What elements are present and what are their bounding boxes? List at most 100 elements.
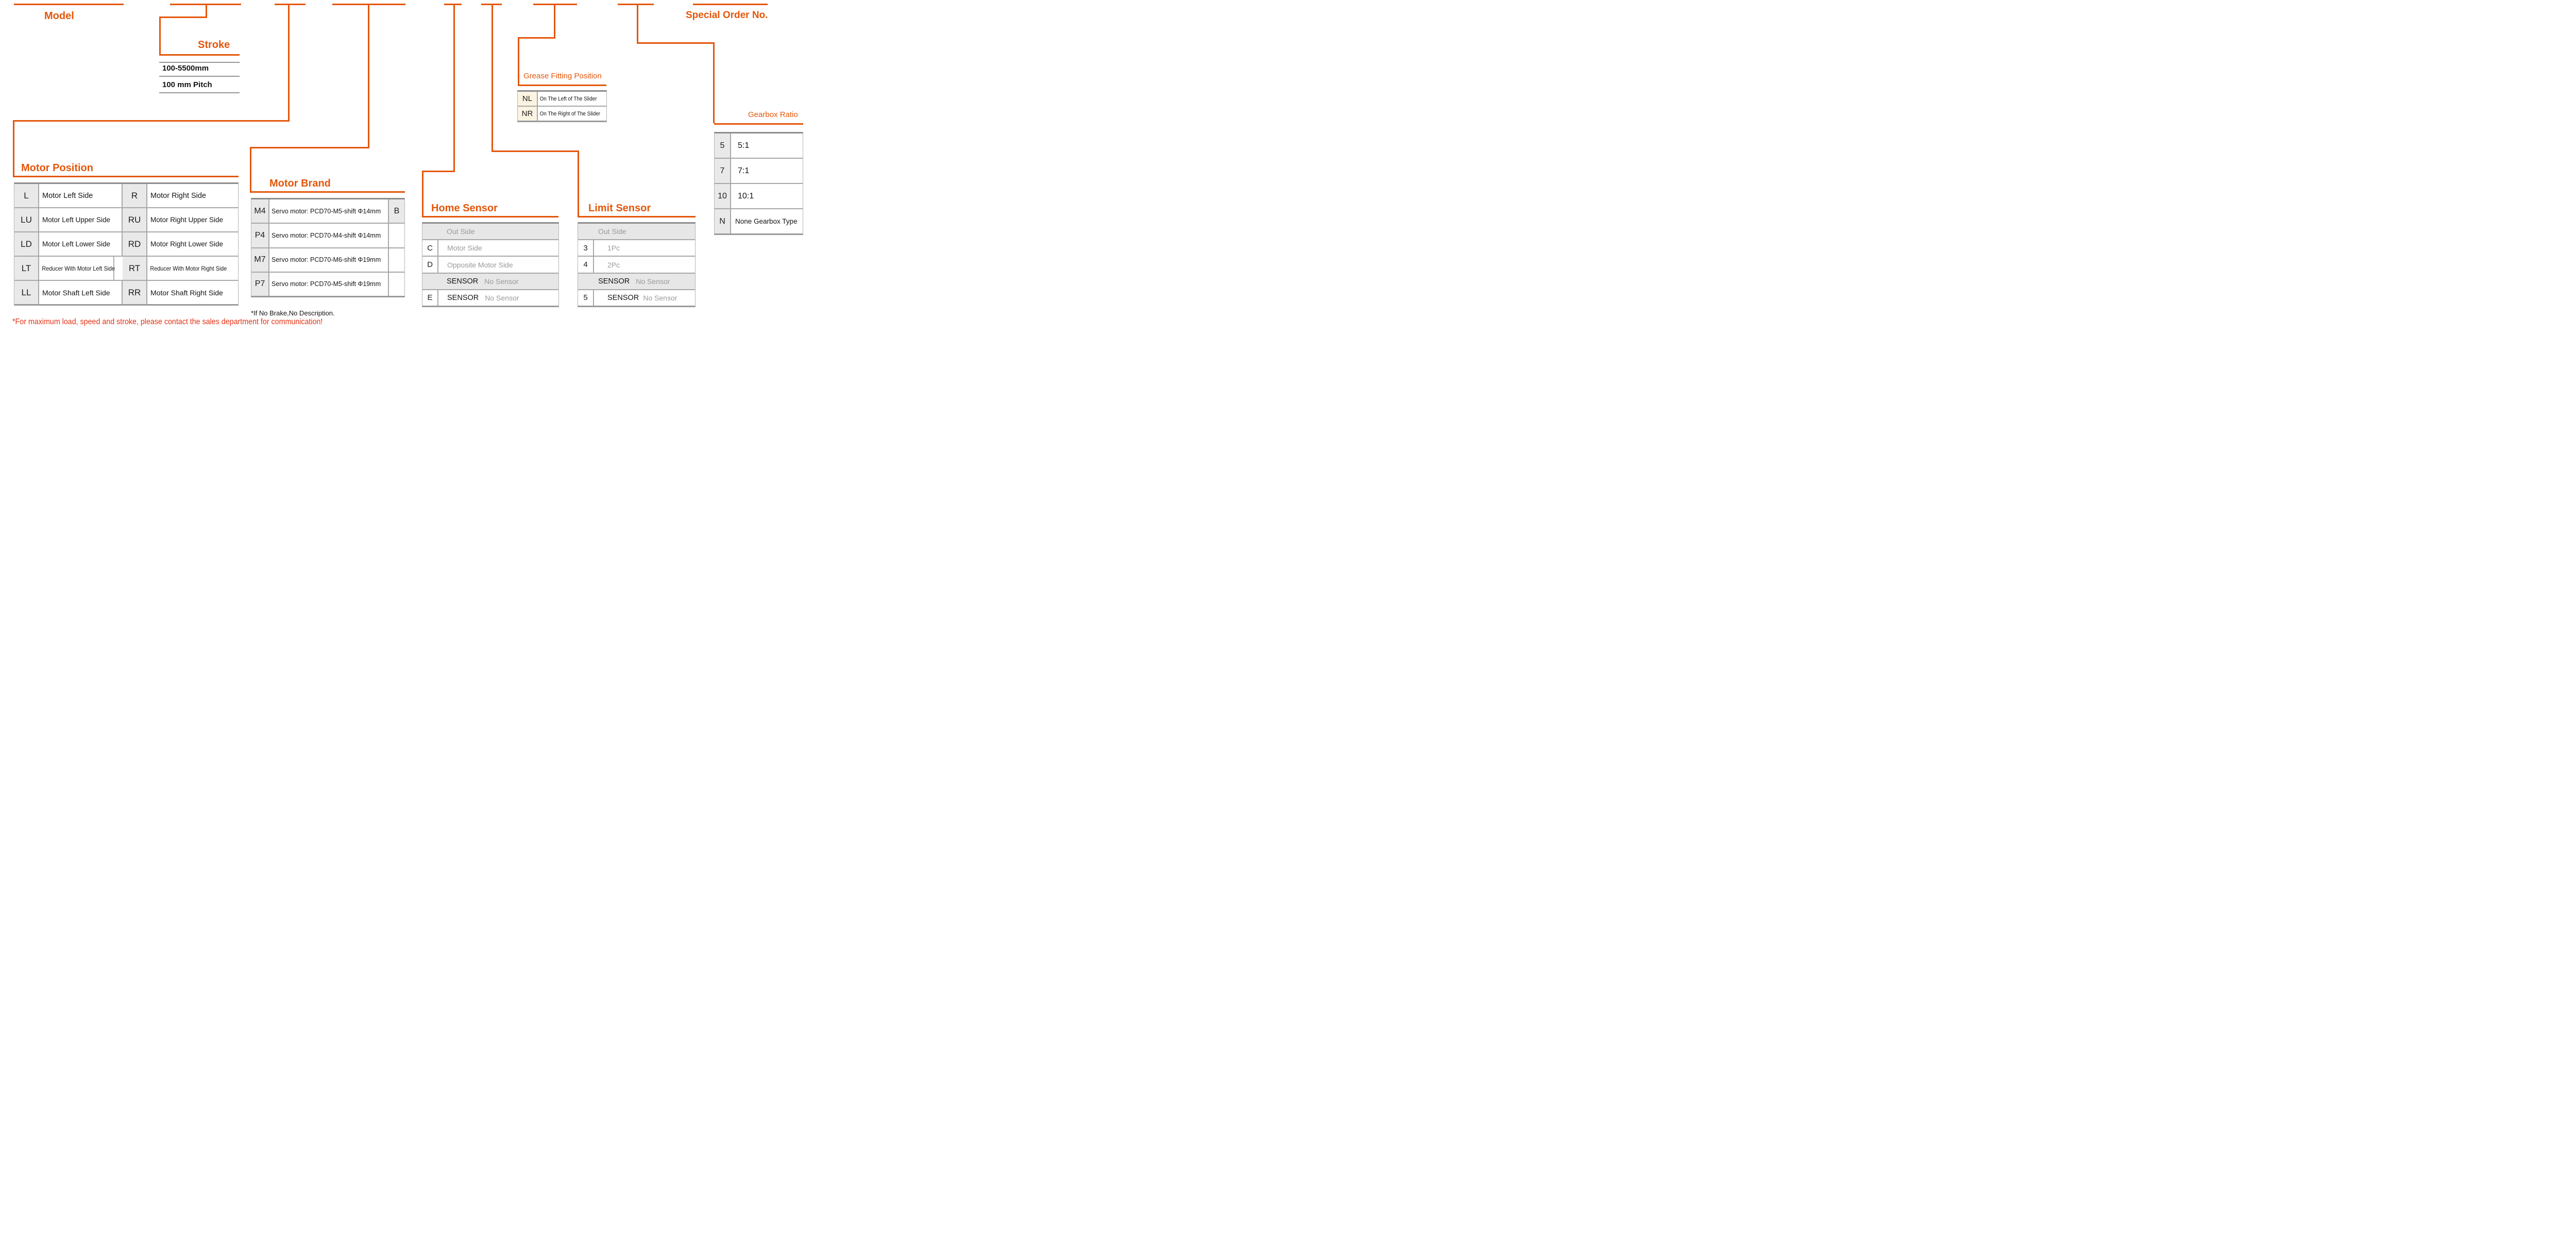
limit-sensor-code: 4 <box>578 257 594 273</box>
home-sensor-code: C <box>422 240 438 256</box>
stroke-connector-v1 <box>206 4 207 17</box>
stroke-underline <box>159 54 240 56</box>
limit-sensor-connector-v2 <box>578 150 579 216</box>
motor-brand-underline <box>250 191 405 193</box>
table-row: 4 2Pc <box>578 256 695 273</box>
motor-position-connector-h1 <box>13 120 290 122</box>
grease-desc: On The Left of The Slider <box>539 95 597 102</box>
sensor-word: SENSOR <box>607 293 639 302</box>
motor-position-code: RD <box>123 232 147 256</box>
motor-position-desc: Motor Right Lower Side <box>150 240 224 248</box>
table-row: LT Reducer With Motor Left Side RT Reduc… <box>14 256 238 280</box>
table-row: D Opposite Motor Side <box>422 256 558 273</box>
limit-sensor-table: Out Side 3 1Pc 4 2Pc SENSOR No Sensor 5 … <box>578 222 696 307</box>
gearbox-desc: 7:1 <box>738 166 750 175</box>
code-segment-gearbox <box>618 4 654 5</box>
motor-brand-code: P7 <box>251 272 269 296</box>
motor-position-desc: Reducer With Motor Right Side <box>150 264 227 272</box>
table-row: NR On The Right of The Slider <box>518 106 606 121</box>
table-row: C Motor Side <box>422 239 558 256</box>
special-order-label: Special Order No. <box>686 10 768 21</box>
motor-brand-label: Motor Brand <box>269 178 331 189</box>
sensor-word: SENSOR <box>447 293 479 302</box>
grease-connector-v1 <box>554 4 555 37</box>
table-row: 7 7:1 <box>715 158 803 183</box>
grease-connector-h1 <box>518 37 555 39</box>
sensor-word: SENSOR <box>598 277 630 286</box>
motor-brand-table: M4 Servo motor: PCD70-M5-shift Φ14mm B P… <box>251 198 405 297</box>
home-sensor-desc: Motor Side <box>447 244 482 253</box>
table-row: 10 10:1 <box>715 183 803 208</box>
motor-position-code: LU <box>14 208 39 231</box>
gearbox-desc: 5:1 <box>738 141 750 150</box>
stroke-range: 100-5500mm <box>162 64 209 73</box>
motor-brand-desc: Servo motor: PCD70-M5-shift Φ14mm <box>269 199 389 223</box>
gearbox-connector-h1 <box>637 42 715 44</box>
stroke-label: Stroke <box>198 39 230 51</box>
gearbox-desc: 10:1 <box>738 191 754 200</box>
table-row: SENSOR No Sensor <box>578 272 695 289</box>
gearbox-table: 5 5:1 7 7:1 10 10:1 N None Gearbox Type <box>714 132 803 235</box>
table-row: M4 Servo motor: PCD70-M5-shift Φ14mm B <box>251 199 404 223</box>
grease-underline <box>518 85 606 86</box>
table-row: P4 Servo motor: PCD70-M4-shift Φ14mm <box>251 223 404 247</box>
motor-position-code: LT <box>14 257 39 280</box>
motor-brand-desc: Servo motor: PCD70-M6-shift Φ19mm <box>269 248 389 272</box>
home-sensor-outside: Out Side <box>422 224 558 240</box>
motor-position-code: RU <box>123 208 147 231</box>
home-sensor-desc: SENSOR No Sensor <box>438 290 558 306</box>
motor-position-underline <box>13 176 239 177</box>
motor-position-label: Motor Position <box>21 162 93 174</box>
grease-code: NR <box>518 107 538 121</box>
gearbox-underline <box>714 123 803 125</box>
motor-brand-note: *If No Brake,No Description. <box>251 309 335 317</box>
table-row: 5 SENSOR No Sensor <box>578 289 695 306</box>
limit-sensor-merged-sensor-row: SENSOR No Sensor <box>578 273 695 289</box>
code-segment-special-order <box>693 4 768 5</box>
motor-position-desc: Motor Shaft Right Side <box>150 288 223 297</box>
motor-brand-desc: Servo motor: PCD70-M4-shift Φ14mm <box>269 224 389 247</box>
stroke-divider-1 <box>159 62 240 63</box>
limit-sensor-code: 5 <box>578 290 594 306</box>
stroke-connector-v2 <box>159 16 161 54</box>
motor-brand-code: M7 <box>251 248 269 272</box>
home-sensor-merged-sensor-row: SENSOR No Sensor <box>422 273 558 289</box>
motor-position-code: R <box>123 184 147 207</box>
grease-table: NL On The Left of The Slider NR On The R… <box>517 90 607 122</box>
no-sensor-text: No Sensor <box>636 277 670 286</box>
grease-code: NL <box>518 92 538 106</box>
table-row: M7 Servo motor: PCD70-M6-shift Φ19mm <box>251 247 404 272</box>
gearbox-connector-v1 <box>637 4 638 42</box>
gearbox-code: 10 <box>715 184 731 208</box>
limit-sensor-underline <box>578 216 696 217</box>
home-sensor-code: D <box>422 257 438 273</box>
no-sensor-text: No Sensor <box>643 293 677 302</box>
table-row: SENSOR No Sensor <box>422 272 558 289</box>
code-segment-model <box>14 4 124 5</box>
motor-position-desc: Motor Left Upper Side <box>39 208 123 231</box>
stroke-divider-3 <box>159 92 240 93</box>
table-row: L Motor Left Side R Motor Right Side <box>14 184 238 207</box>
table-row: NL On The Left of The Slider <box>518 92 606 106</box>
limit-sensor-connector-h1 <box>492 150 579 152</box>
no-sensor-text: No Sensor <box>485 293 519 302</box>
motor-position-connector-v2 <box>13 120 14 176</box>
code-segment-home-sensor <box>444 4 462 5</box>
gearbox-connector-v2 <box>713 42 715 123</box>
table-row: LD Motor Left Lower Side RD Motor Right … <box>14 231 238 256</box>
limit-sensor-desc: 1Pc <box>607 244 620 253</box>
motor-position-code: LL <box>14 281 39 304</box>
limit-sensor-outside: Out Side <box>578 224 695 240</box>
home-sensor-underline <box>422 216 558 217</box>
grease-connector-v2 <box>518 37 519 85</box>
sensor-word: SENSOR <box>447 277 479 286</box>
home-sensor-desc: Opposite Motor Side <box>447 260 513 269</box>
motor-brand-connector-v1 <box>368 4 369 147</box>
limit-sensor-desc: SENSOR No Sensor <box>594 290 695 306</box>
table-row: Out Side <box>578 224 695 240</box>
limit-sensor-connector-v1 <box>492 4 493 150</box>
table-row: E SENSOR No Sensor <box>422 289 558 306</box>
motor-brand-brake-empty <box>389 272 404 296</box>
table-row: LU Motor Left Upper Side RU Motor Right … <box>14 207 238 231</box>
grease-label: Grease Fitting Position <box>523 72 602 80</box>
